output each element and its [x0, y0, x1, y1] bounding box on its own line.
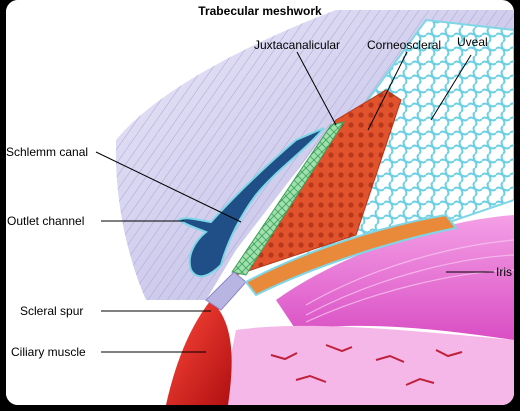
label-corneoscleral: Corneoscleral: [367, 38, 442, 52]
anatomy-illustration: [6, 0, 514, 405]
label-schlemm-canal: Schlemm canal: [6, 145, 89, 159]
diagram-title: Trabecular meshwork: [198, 4, 322, 18]
leader-uveal: [430, 54, 472, 121]
ciliary-body: [221, 325, 514, 405]
outer-background: [6, 0, 336, 405]
label-iris: Iris: [496, 265, 512, 279]
label-juxtacanalicular: Juxtacanalicular: [254, 38, 341, 52]
leader-corneoscleral: [367, 51, 408, 131]
label-uveal: Uveal: [457, 35, 488, 49]
diagram-panel: Trabecular meshwork Juxtacanalicular Cor…: [6, 0, 514, 405]
label-outlet-channel: Outlet channel: [7, 214, 85, 228]
leader-juxtacanalicular: [296, 51, 337, 126]
label-ciliary-muscle: Ciliary muscle: [11, 345, 86, 359]
uveal-lining: [244, 213, 458, 297]
label-scleral-spur: Scleral spur: [20, 304, 84, 318]
schlemm-canal: [177, 127, 325, 278]
leader-lines: [95, 51, 494, 353]
juxtacanalicular-meshwork: [231, 121, 346, 276]
leader-schlemm-canal: [95, 151, 242, 223]
